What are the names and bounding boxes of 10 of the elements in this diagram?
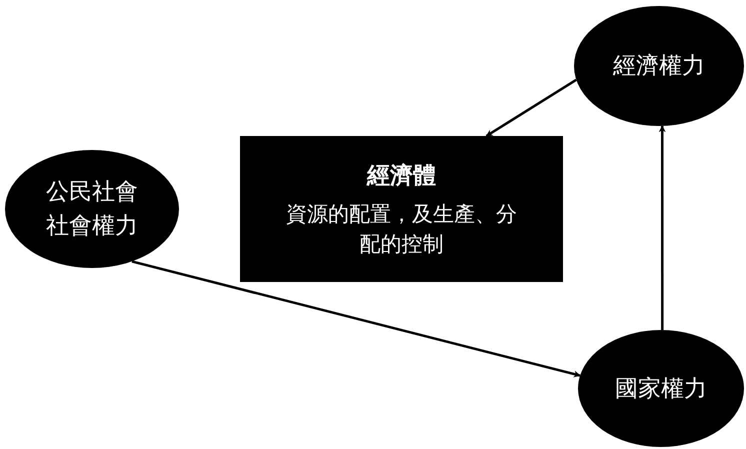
node-label: 公民社會: [46, 178, 138, 207]
arrow: [132, 260, 581, 378]
node-label: 經濟權力: [613, 52, 705, 81]
box-description: 資源的配置，及生產、分配的控制: [285, 200, 518, 258]
arrow: [658, 125, 666, 330]
node-label: 社會權力: [46, 212, 138, 241]
node-label: 國家權力: [615, 374, 707, 404]
arrow: [486, 78, 577, 138]
box-heading: 經濟體: [367, 162, 436, 190]
text-box: [240, 136, 563, 282]
